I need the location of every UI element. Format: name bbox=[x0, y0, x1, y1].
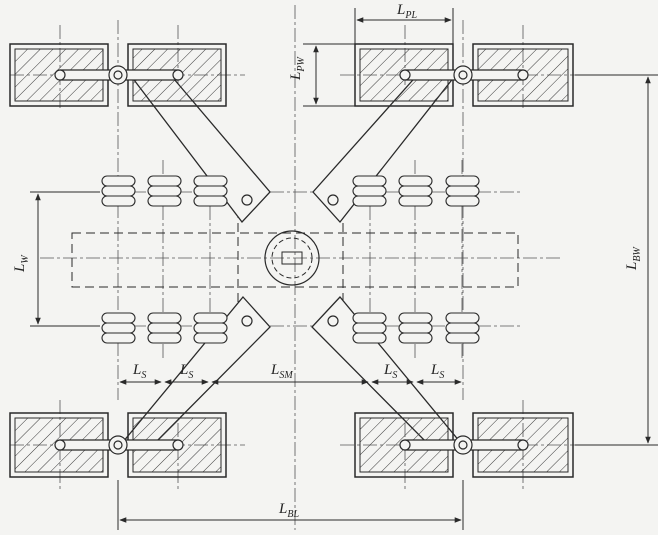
wheel-group-top-3 bbox=[193, 175, 228, 207]
label-ls-1: LS bbox=[132, 362, 146, 381]
wheel-group-top-5 bbox=[398, 175, 433, 207]
support-pads bbox=[9, 43, 574, 478]
wheel-group-top-1 bbox=[101, 175, 136, 207]
wheel-group-top-4 bbox=[352, 175, 387, 207]
label-lbw: LBW bbox=[624, 246, 643, 271]
label-ls-2: LS bbox=[179, 362, 193, 381]
center-hub bbox=[264, 230, 320, 286]
label-ls-4: LS bbox=[430, 362, 444, 381]
cross-arms bbox=[116, 71, 467, 449]
wheel-stacks bbox=[101, 175, 480, 344]
wheel-group-top-6 bbox=[445, 175, 480, 207]
linkages bbox=[54, 65, 529, 455]
wheel-group-bottom-4 bbox=[352, 312, 387, 344]
dimension-lines bbox=[30, 8, 658, 530]
wheel-group-bottom-5 bbox=[398, 312, 433, 344]
arm-pins bbox=[241, 194, 339, 327]
label-lw: LW bbox=[12, 254, 31, 273]
wheel-group-bottom-6 bbox=[445, 312, 480, 344]
label-lpl: LPL bbox=[396, 2, 417, 21]
wheel-group-bottom-1 bbox=[101, 312, 136, 344]
label-lpw: LPW bbox=[288, 56, 307, 81]
pad-pair-bottom-left bbox=[9, 412, 227, 478]
label-ls-3: LS bbox=[383, 362, 397, 381]
wheel-group-top-2 bbox=[147, 175, 182, 207]
wheel-group-bottom-2 bbox=[147, 312, 182, 344]
label-lsm: LSM bbox=[270, 362, 293, 381]
wheel-group-bottom-3 bbox=[193, 312, 228, 344]
label-lbl: LBL bbox=[278, 501, 299, 520]
